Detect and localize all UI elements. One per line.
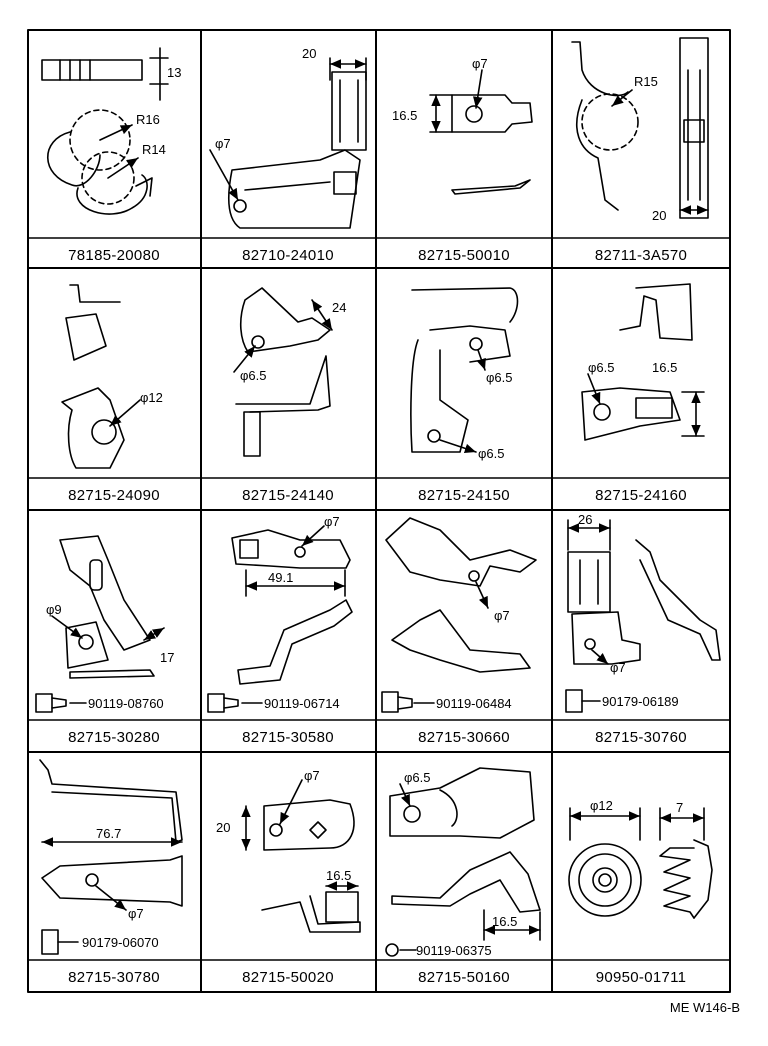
dim-label: R14 <box>142 142 166 157</box>
dim-label: 16.5 <box>652 360 677 375</box>
part-drawing-82715-24160 <box>581 283 705 441</box>
part-drawing-82715-30580 <box>207 525 353 713</box>
dim-label: φ7 <box>304 768 320 783</box>
part-number-caption: 90950-01711 <box>596 969 687 986</box>
part-drawing-82715-24140 <box>233 287 333 457</box>
dim-label: φ6.5 <box>404 770 431 785</box>
dim-label: 16.5 <box>326 868 351 883</box>
dim-label: 76.7 <box>96 826 121 841</box>
dim-label: 20 <box>216 820 230 835</box>
dim-label: 17 <box>160 650 174 665</box>
part-drawing-78185-20080 <box>41 47 169 215</box>
part-number-caption: 82715-30280 <box>68 729 160 746</box>
dim-label: 7 <box>676 800 683 815</box>
part-number-caption: 82715-30660 <box>418 729 510 746</box>
part-number-caption: 82715-24150 <box>418 487 510 504</box>
sheet-code: ME W146-B <box>670 1000 740 1015</box>
dim-label: 49.1 <box>268 570 293 585</box>
bolt-part-number: 90119-08760 <box>88 696 164 711</box>
part-number-caption: 82715-50020 <box>242 969 334 986</box>
dim-label: φ12 <box>140 390 163 405</box>
part-drawing-82715-30280 <box>35 535 165 713</box>
dim-label: φ7 <box>610 660 626 675</box>
dim-label: R16 <box>136 112 160 127</box>
dim-label: φ12 <box>590 798 613 813</box>
part-number-caption: 82715-24090 <box>68 487 160 504</box>
dim-label: φ7 <box>215 136 231 151</box>
part-drawing-82715-24090 <box>61 284 141 469</box>
part-number-caption: 82715-50010 <box>418 247 510 264</box>
bolt-part-number: 90119-06375 <box>416 943 492 958</box>
part-number-caption: 82715-30780 <box>68 969 160 986</box>
part-number-caption: 82715-50160 <box>418 969 510 986</box>
part-drawing-82711-3A570 <box>571 37 709 219</box>
dim-label: φ7 <box>472 56 488 71</box>
dim-label: φ6.5 <box>588 360 615 375</box>
dim-label: φ6.5 <box>486 370 513 385</box>
part-number-caption: 78185-20080 <box>68 247 160 264</box>
part-drawing-82715-24150 <box>410 287 519 454</box>
part-number-caption: 82715-30760 <box>595 729 687 746</box>
dim-label: φ6.5 <box>478 446 505 461</box>
bolt-part-number: 90179-06189 <box>602 694 679 709</box>
dim-label: φ7 <box>494 608 510 623</box>
bolt-part-number: 90119-06714 <box>264 696 340 711</box>
part-number-caption: 82710-24010 <box>242 247 334 264</box>
part-drawing-82715-50020 <box>241 779 361 933</box>
part-number-caption: 82715-24160 <box>595 487 687 504</box>
dim-label: 13 <box>167 65 181 80</box>
grid-frame <box>27 29 731 993</box>
bolt-part-number: 90119-06484 <box>436 696 512 711</box>
part-drawing-90950-01711 <box>568 807 713 919</box>
dim-label: R15 <box>634 74 658 89</box>
dim-label: 26 <box>578 512 592 527</box>
dim-label: φ6.5 <box>240 368 267 383</box>
dim-label: φ7 <box>128 906 144 921</box>
part-drawing-82715-30660 <box>381 517 537 713</box>
bolt-part-number: 90179-06070 <box>82 935 159 950</box>
dim-label: 20 <box>302 46 316 61</box>
part-drawing-82715-30760 <box>565 519 721 713</box>
part-number-caption: 82715-30580 <box>242 729 334 746</box>
dim-label: φ9 <box>46 602 62 617</box>
part-number-caption: 82715-24140 <box>242 487 334 504</box>
dim-label: 16.5 <box>492 914 517 929</box>
part-drawing-82715-50010 <box>429 69 533 195</box>
dim-label: 24 <box>332 300 346 315</box>
part-drawing-82710-24010 <box>209 57 367 229</box>
dim-label: φ7 <box>324 514 340 529</box>
part-drawing-82715-50160 <box>385 767 541 957</box>
dim-label: 16.5 <box>392 108 417 123</box>
part-drawing-82715-30780 <box>39 759 183 955</box>
dim-label: 20 <box>652 208 666 223</box>
part-number-caption: 82711-3A570 <box>595 247 687 264</box>
